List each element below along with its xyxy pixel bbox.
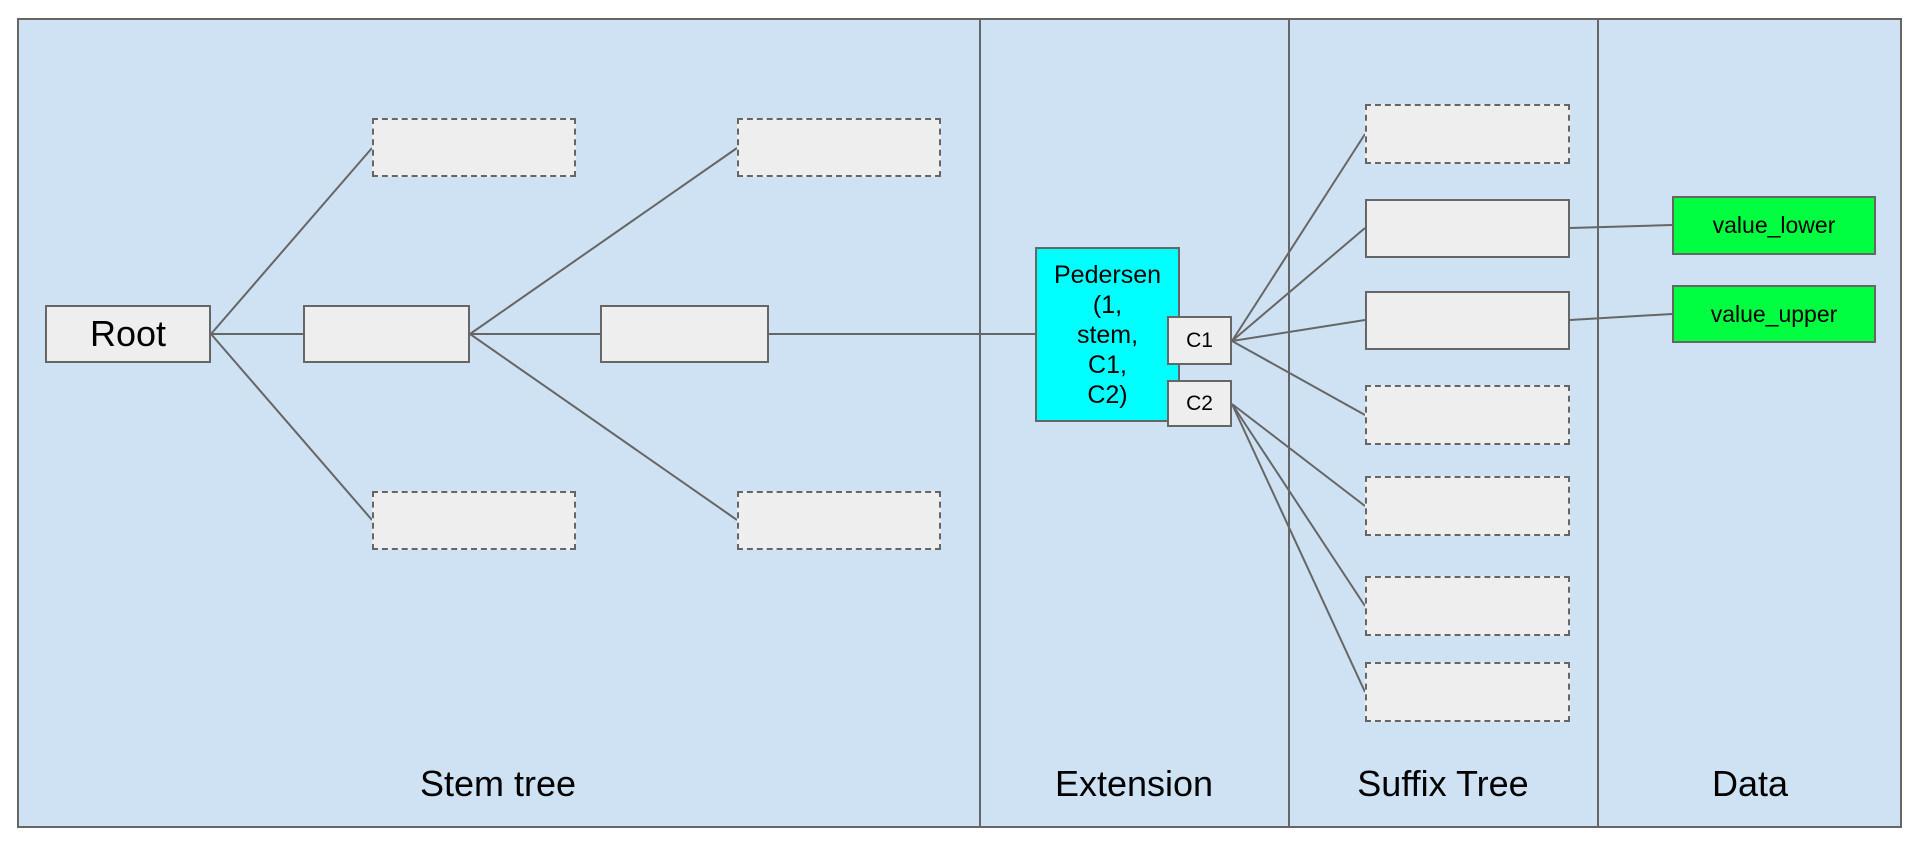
pedersen-commitment-node: Pedersen (1, stem, C1, C2): [1035, 247, 1180, 422]
stem-l2-middle-node: [303, 305, 470, 363]
suffix-node-2: [1365, 199, 1570, 258]
section-label-data: Data: [1711, 763, 1789, 804]
diagram-frame: [17, 18, 1902, 828]
stem-l3-upper-dashed-node: [737, 118, 941, 177]
suffix-node-1-dashed: [1365, 104, 1570, 164]
stem-l2-upper-dashed-node: [372, 118, 576, 177]
suffix-node-7-dashed: [1365, 662, 1570, 722]
value-upper-node: value_upper: [1672, 285, 1876, 343]
section-label-suffix-tree: Suffix Tree: [1357, 763, 1529, 804]
root-node: Root: [45, 305, 211, 363]
section-label-extension: Extension: [1054, 763, 1214, 804]
suffix-node-3: [1365, 291, 1570, 350]
suffix-node-5-dashed: [1365, 476, 1570, 536]
stem-l2-lower-dashed-node: [372, 491, 576, 550]
c1-node: C1: [1167, 316, 1232, 365]
value-lower-node: value_lower: [1672, 196, 1876, 255]
suffix-node-6-dashed: [1365, 576, 1570, 636]
c2-node: C2: [1167, 380, 1232, 427]
suffix-node-4-dashed: [1365, 385, 1570, 445]
section-label-stem-tree: Stem tree: [419, 763, 577, 804]
stem-l3-middle-node: [600, 305, 769, 363]
stem-l3-lower-dashed-node: [737, 491, 941, 550]
